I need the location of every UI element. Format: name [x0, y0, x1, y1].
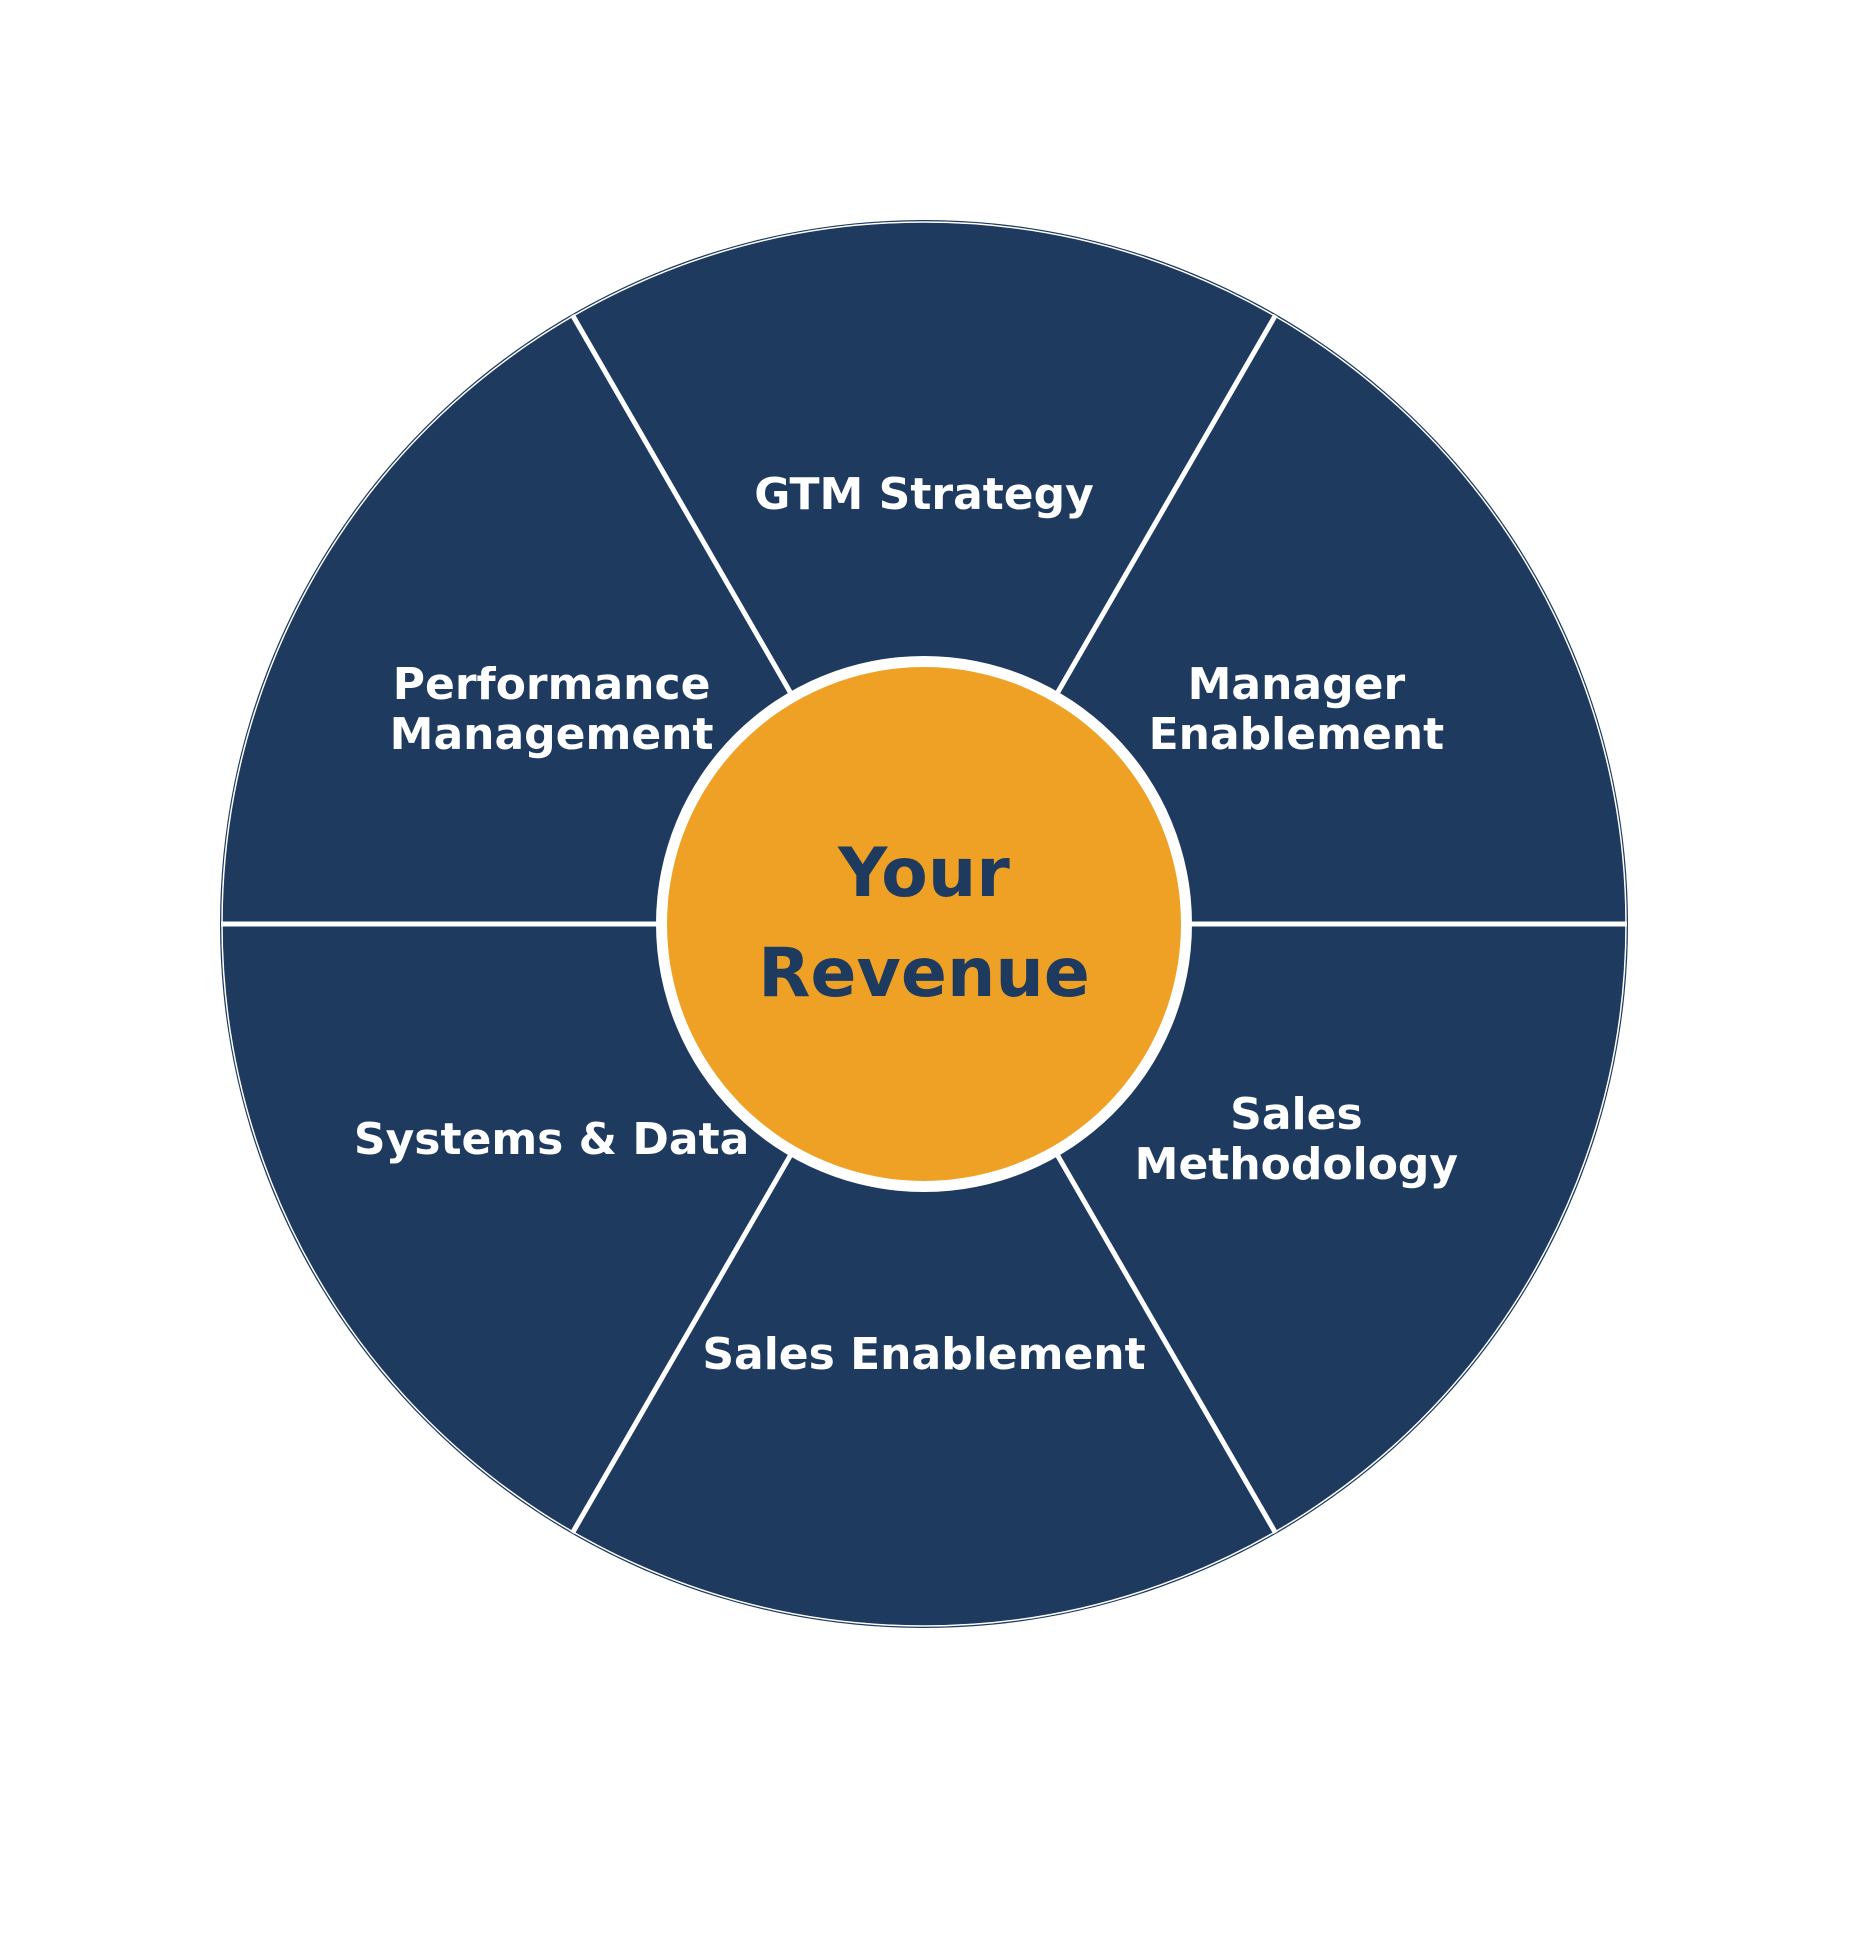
segment-sales-enablement [573, 1150, 1275, 1626]
segment-performance-management [223, 316, 793, 924]
hub-circle [667, 667, 1181, 1181]
wheel-dividers [221, 313, 1627, 1535]
segment-divider [570, 1149, 796, 1535]
segment-gtm-strategy [573, 223, 1275, 698]
segment-divider [1052, 1149, 1278, 1535]
segment-systems-data [223, 924, 793, 1532]
segment-label-manager-enablement: Manager [1188, 659, 1406, 710]
segment-sales-methodology [1055, 924, 1625, 1532]
hub-label: Your [837, 834, 1010, 913]
segment-divider [570, 313, 796, 699]
segment-labels: GTM StrategyManagerEnablementSalesMethod… [354, 469, 1458, 1380]
segment-label-performance-management: Performance [393, 659, 711, 710]
segment-label-sales-enablement: Sales Enablement [702, 1329, 1145, 1380]
segment-label-performance-management: Management [390, 709, 714, 760]
segment-label-sales-methodology: Methodology [1135, 1139, 1458, 1190]
segment-label-manager-enablement: Enablement [1149, 709, 1445, 760]
hub-label: Revenue [758, 934, 1090, 1013]
segment-label-gtm-strategy: GTM Strategy [754, 469, 1094, 520]
segment-label-systems-data: Systems & Data [354, 1114, 749, 1165]
segment-divider [1052, 313, 1278, 699]
segment-label-sales-methodology: Sales [1230, 1089, 1363, 1140]
segment-manager-enablement [1055, 316, 1626, 924]
